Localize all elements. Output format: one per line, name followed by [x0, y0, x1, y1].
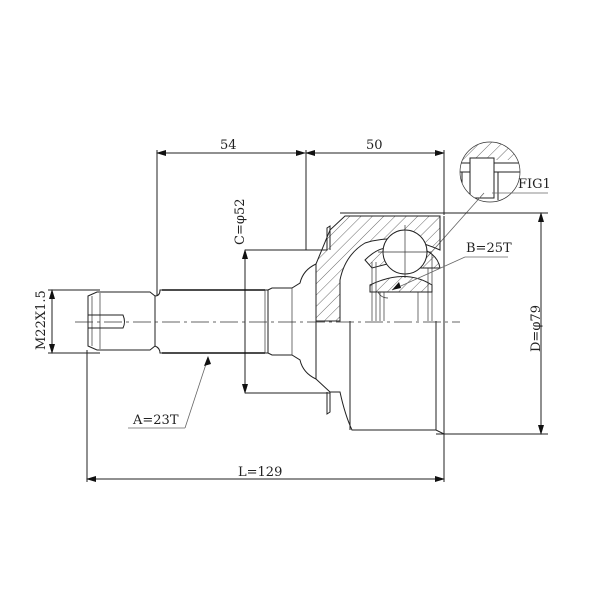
dim-length-label: L=129: [238, 465, 282, 480]
dim-d-label: D=φ79: [529, 305, 544, 352]
callout-a-label: A=23T: [132, 413, 179, 428]
callout-b-label: B=25T: [466, 241, 512, 256]
dim-thread-label: M22X1.5: [34, 290, 49, 350]
dimension-length: L=129: [86, 350, 445, 482]
callout-a: A=23T: [128, 356, 211, 429]
dimension-54: 54: [156, 138, 306, 295]
bell-housing: [308, 215, 445, 435]
callout-b: B=25T: [391, 241, 512, 291]
stub-shaft: [87, 263, 317, 380]
fig1-label: FIG1: [518, 177, 551, 192]
dimension-c: C=φ52: [233, 199, 330, 394]
dim-50-label: 50: [366, 138, 383, 153]
dim-c-label: C=φ52: [233, 199, 248, 245]
dimension-d: D=φ79: [340, 212, 548, 435]
dimension-50: 50: [305, 138, 445, 250]
inner-race-assembly: [364, 225, 441, 321]
dimension-thread: M22X1.5: [34, 289, 100, 354]
dim-54-label: 54: [220, 138, 237, 153]
fig1-detail: FIG1: [419, 141, 551, 266]
